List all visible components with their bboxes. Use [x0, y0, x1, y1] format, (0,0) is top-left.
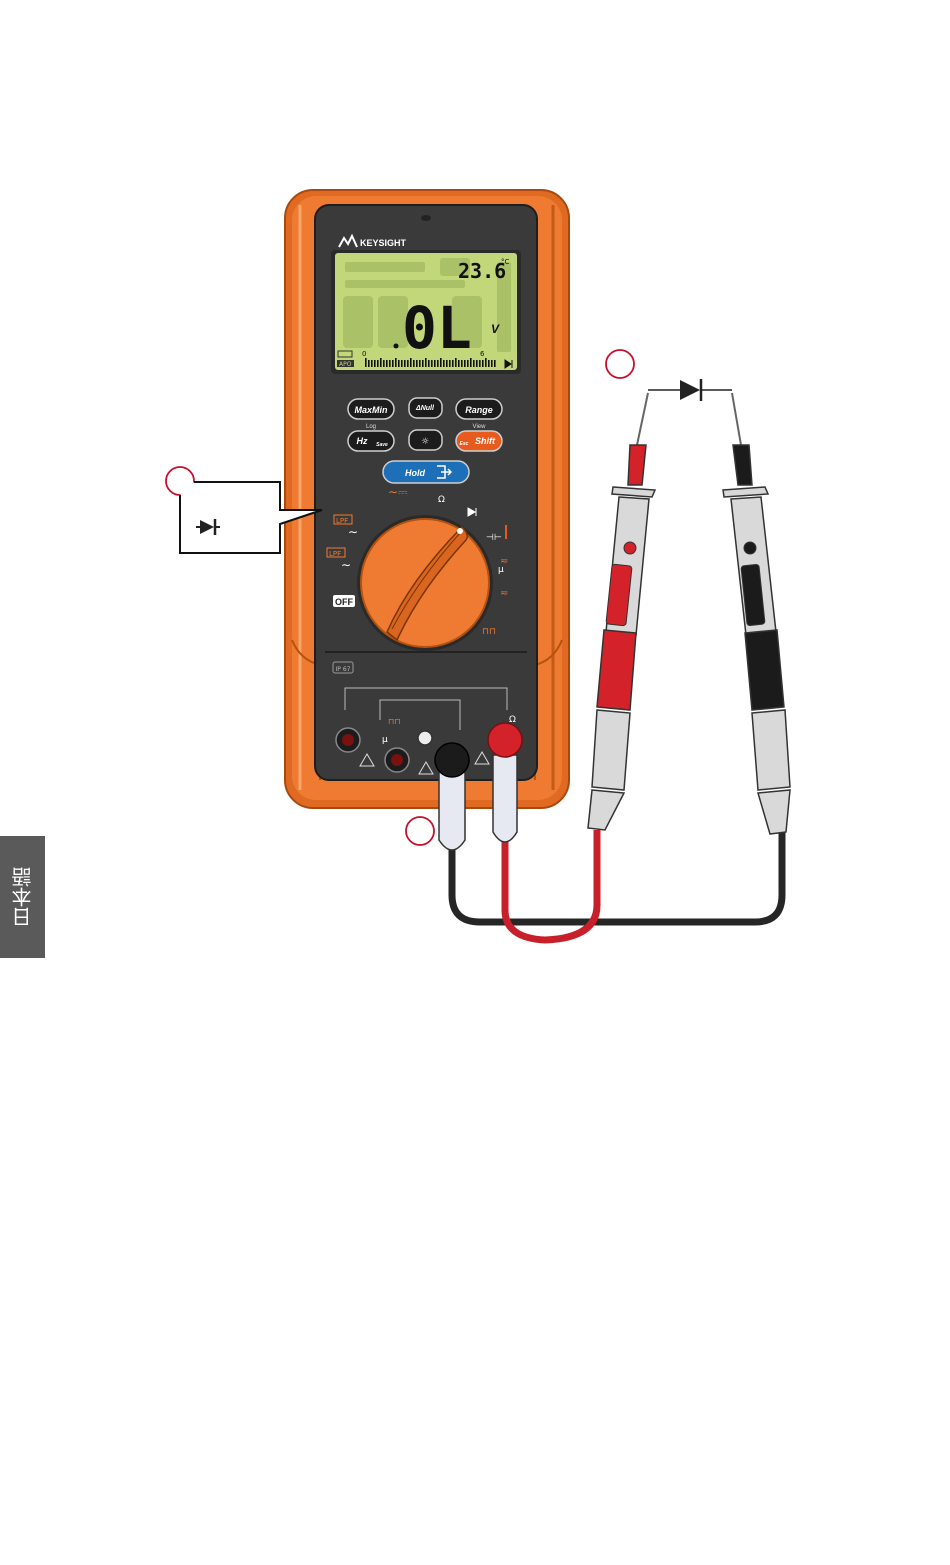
bargraph-segment [380, 358, 382, 367]
diode-under-test [648, 379, 732, 401]
bargraph-segment [473, 360, 475, 367]
bargraph-segment [395, 358, 397, 367]
bargraph-segment [464, 360, 466, 367]
bargraph-segment [425, 358, 427, 367]
bargraph-segment [407, 360, 409, 367]
bargraph-segment [446, 360, 448, 367]
hold-button[interactable] [383, 461, 469, 483]
dial-pointer [457, 528, 463, 534]
lcd-display: 23.6 °C 0L V 0 6 APO [331, 250, 521, 374]
ac-voltage-icon: ∼ [348, 525, 358, 539]
lpf-label-1: LPF [336, 517, 348, 525]
bargraph-segment [419, 360, 421, 367]
bargraph-segment [488, 360, 490, 367]
bargraph-segment [452, 360, 454, 367]
ohm-position-label: Ω [438, 495, 445, 505]
ac-current-icon: ≂ [500, 556, 508, 567]
bargraph-segment [479, 360, 481, 367]
bargraph-segment [455, 358, 457, 367]
bargraph-segment [491, 360, 493, 367]
bargraph-segment [368, 360, 370, 367]
lcd-main-reading: 0L [402, 294, 472, 362]
bargraph-segment [449, 360, 451, 367]
esc-label: Esc [460, 441, 469, 447]
null-label: ΔNull [415, 405, 435, 412]
bargraph-segment [458, 360, 460, 367]
black-plug [435, 743, 469, 850]
hz-button[interactable] [348, 431, 394, 451]
ip-rating-label: IP 67 [336, 666, 351, 673]
bargraph-segment [386, 360, 388, 367]
bargraph-segment [383, 360, 385, 367]
shift-label: Shift [475, 436, 496, 446]
com-terminal-screw [418, 731, 432, 745]
bargraph-segment [374, 360, 376, 367]
off-label: OFF [335, 597, 353, 607]
lcd-bar-zero: 0 [362, 350, 366, 358]
bargraph-segment [371, 360, 373, 367]
ac-dc-symbol: ∼⎓ [388, 485, 408, 499]
bargraph-segment [398, 360, 400, 367]
hold-label: Hold [405, 468, 425, 478]
bargraph-segment [416, 360, 418, 367]
maxmin-label: MaxMin [354, 405, 388, 415]
lcd-decimal-point [394, 344, 399, 349]
bargraph-segment [389, 360, 391, 367]
micro-terminal-label: μ [382, 735, 388, 745]
callout-circle-terminals [406, 817, 434, 845]
bargraph-segment [410, 358, 412, 367]
backlight-icon: ☼ [421, 437, 429, 447]
ac-current-icon-2: ≂ [500, 588, 508, 599]
lcd-bar-end: 6 [480, 350, 485, 358]
red-plug [488, 723, 522, 842]
bargraph-segment [404, 360, 406, 367]
bargraph-segment [440, 358, 442, 367]
red-test-probe [588, 393, 655, 830]
bargraph-segment [485, 358, 487, 367]
bargraph-segment [461, 360, 463, 367]
frequency-position-icon: ⊓⊓ [482, 627, 496, 637]
bargraph-segment [494, 360, 496, 367]
range-label: Range [465, 405, 493, 415]
brand-name: KEYSIGHT [360, 238, 407, 248]
bargraph-segment [365, 358, 367, 367]
bargraph-segment [467, 360, 469, 367]
view-label: View [473, 424, 487, 430]
bargraph-segment [392, 360, 394, 367]
lcd-sub-value: 23.6 [458, 259, 506, 283]
bargraph-segment [434, 360, 436, 367]
bargraph-segment [422, 360, 424, 367]
terminal-frequency-icon: ⊓⊓ [388, 717, 400, 726]
bargraph-segment [377, 360, 379, 367]
lcd-sub-unit: °C [501, 258, 510, 266]
save-label: Save [376, 442, 388, 448]
bargraph-segment [431, 360, 433, 367]
log-label: Log [366, 424, 376, 430]
lpf-label-2: LPF [329, 550, 341, 558]
bargraph-segment [413, 360, 415, 367]
lcd-unit: V [491, 322, 500, 336]
bargraph-segment [482, 360, 484, 367]
lcd-apo: APO [339, 361, 352, 368]
rotary-dial[interactable] [357, 515, 493, 651]
bargraph-segment [437, 360, 439, 367]
hz-label: Hz [357, 436, 368, 446]
bargraph-segment [428, 360, 430, 367]
bargraph-segment [470, 358, 472, 367]
bargraph-segment [443, 360, 445, 367]
capacitor-position-icon: ⊣⊢ [486, 533, 502, 543]
bargraph-segment [476, 360, 478, 367]
ac-millivolt-icon: ∼ [341, 558, 351, 572]
callout-circle-probes [606, 350, 634, 378]
black-test-probe [723, 393, 790, 834]
bargraph-segment [401, 360, 403, 367]
